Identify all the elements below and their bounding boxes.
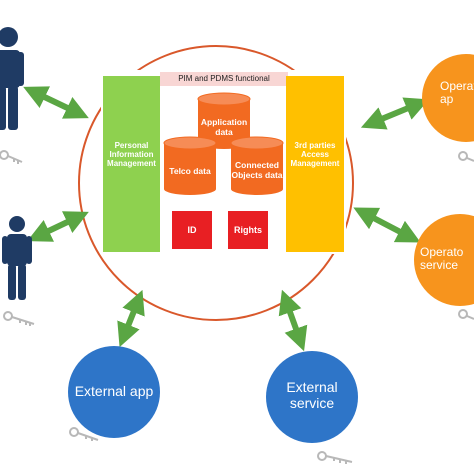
connector-arrows xyxy=(23,86,430,352)
person-icon xyxy=(0,27,24,130)
telco-data-cylinder xyxy=(163,136,217,195)
rights-box xyxy=(228,211,268,249)
id-box xyxy=(172,211,212,249)
key-icon xyxy=(0,150,23,164)
id-label: ID xyxy=(187,225,197,235)
operator-service-label: Operato service xyxy=(420,246,464,273)
key-icon xyxy=(458,309,474,320)
external-app-circle xyxy=(68,346,160,438)
arrow-external-service xyxy=(278,289,308,352)
header-bar xyxy=(160,72,288,86)
pim-bar-label: Personal Information Management xyxy=(107,141,156,168)
external-service-circle xyxy=(266,351,358,443)
operator-app-label: Operato ap xyxy=(440,80,474,107)
person-icon xyxy=(2,216,32,300)
arrow-operator-app xyxy=(360,97,430,130)
external-service-label: External service xyxy=(286,379,338,411)
external-app-label: External app xyxy=(74,383,154,399)
core-header: PIM and PDMS functional xyxy=(178,74,270,83)
rights-label: Rights xyxy=(234,225,262,235)
key-icon xyxy=(3,311,35,326)
arrow-operator-service xyxy=(353,207,421,243)
operator-app-circle xyxy=(422,54,474,142)
arrow-user-top xyxy=(23,86,89,119)
access-bar xyxy=(286,76,344,252)
key-icon xyxy=(317,451,353,464)
arrow-external-app xyxy=(117,289,145,348)
connected-objects-label: Connected Objects data xyxy=(231,160,283,180)
telco-data-label: Telco data xyxy=(169,166,211,176)
connected-objects-cylinder xyxy=(230,136,284,195)
key-icon xyxy=(69,427,99,441)
key-icon xyxy=(458,151,474,162)
pim-bar xyxy=(103,76,160,252)
access-bar-label: 3rd parties Access Management xyxy=(290,141,340,168)
arrow-user-bottom xyxy=(27,211,89,242)
application-data-label: Application data xyxy=(200,117,248,137)
operator-service-circle xyxy=(414,214,474,306)
